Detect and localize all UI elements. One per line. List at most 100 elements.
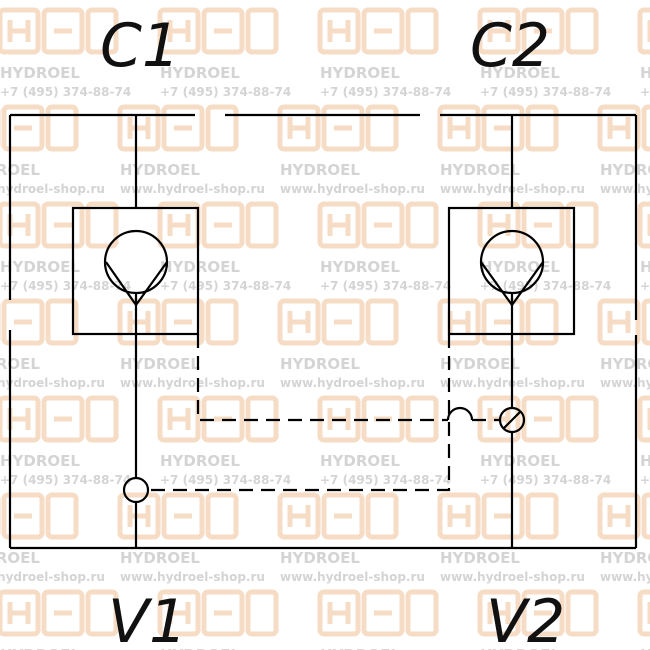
watermark-logo <box>0 589 119 637</box>
pilot-lines <box>148 334 500 492</box>
watermark-logo <box>0 7 119 55</box>
port-label-c2: C2 <box>470 11 550 81</box>
watermark-brand: HYDROEL <box>640 258 650 276</box>
watermark-phone: +7 (495) 374-88-74 <box>480 473 611 487</box>
watermark-logo <box>157 201 279 249</box>
watermark-logo <box>277 492 399 540</box>
watermark-phone: +7 (495) 374-88-74 <box>320 473 451 487</box>
watermark-logo <box>117 298 239 346</box>
watermark-phone: +7 (495) 374-88-74 <box>0 85 131 99</box>
watermark-brand: HYDROEL <box>0 64 80 82</box>
watermark-brand: HYDROEL <box>120 161 200 179</box>
watermark-brand: HYDROEL <box>320 258 400 276</box>
pilot-nodes <box>122 406 526 504</box>
watermark-logo <box>637 589 650 637</box>
watermark-brand: HYDROEL <box>0 452 80 470</box>
watermark-phone: +7 (495) 374-88-74 <box>160 279 291 293</box>
watermark-brand: HYDROEL <box>440 161 520 179</box>
watermark-brand: HYDROEL <box>280 549 360 567</box>
watermark-phone: +7 (495) 374-88-74 <box>160 473 291 487</box>
watermark-logo <box>437 492 559 540</box>
watermark-brand: HYDROEL <box>160 258 240 276</box>
watermark-phone: +7 (495) 374-88-74 <box>160 85 291 99</box>
watermark-phone: +7 (495) 374-88-74 <box>480 279 611 293</box>
watermark-logo <box>597 104 650 152</box>
watermark-brand: HYDROEL <box>320 64 400 82</box>
watermark-site: www.hydroel-shop.ru <box>0 376 105 390</box>
watermark-brand: HYDROEL <box>0 646 80 650</box>
watermark-brand: HYDROEL <box>640 452 650 470</box>
watermark-phone: +7 (495) 374-88-74 <box>320 279 451 293</box>
pilot-node-right <box>498 406 526 434</box>
watermark-logo <box>0 104 79 152</box>
watermark-brand: HYDROEL <box>440 355 520 373</box>
watermark-logo <box>0 492 79 540</box>
watermark-site: www.hydroel-shop.ru <box>440 570 585 584</box>
watermark-brand: HYDROEL <box>640 646 650 650</box>
watermark-brand: HYDROEL <box>0 258 80 276</box>
watermark-phone: +7 (495) 374-88-74 <box>640 279 650 293</box>
watermark-logo <box>637 7 650 55</box>
watermark-site: www.hydroel-shop.ru <box>600 376 650 390</box>
watermark-logo <box>317 7 439 55</box>
watermark-site: www.hydroel-shop.ru <box>120 182 265 196</box>
watermark-logo <box>437 298 559 346</box>
watermark-logo <box>157 589 279 637</box>
watermark-phone: +7 (495) 374-88-74 <box>320 85 451 99</box>
watermark-logo <box>277 104 399 152</box>
watermark-brand: HYDROEL <box>600 355 650 373</box>
watermark-phone: +7 (495) 374-88-74 <box>0 279 131 293</box>
watermark-logo <box>477 201 599 249</box>
watermark-brand: HYDROEL <box>480 646 560 650</box>
watermark-logo <box>477 589 599 637</box>
watermark-brand: HYDROEL <box>120 549 200 567</box>
watermark-brand: HYDROEL <box>280 355 360 373</box>
watermark-site: www.hydroel-shop.ru <box>600 182 650 196</box>
watermark-logo <box>317 201 439 249</box>
watermark-logo <box>597 298 650 346</box>
watermark-logo <box>157 7 279 55</box>
watermark-brand: HYDROEL <box>120 355 200 373</box>
watermark-logo <box>637 201 650 249</box>
port-label-v2: V2 <box>486 587 565 650</box>
watermark-logo <box>0 395 119 443</box>
watermark-site: www.hydroel-shop.ru <box>0 182 105 196</box>
watermark-brand: HYDROEL <box>160 646 240 650</box>
watermark-brand: HYDROEL <box>440 549 520 567</box>
watermark-logo <box>0 201 119 249</box>
watermark-logo <box>117 492 239 540</box>
watermark-phone: +7 (495) 374-88-74 <box>640 85 650 99</box>
watermark-site: www.hydroel-shop.ru <box>120 376 265 390</box>
watermark-phone: +7 (495) 374-88-74 <box>640 473 650 487</box>
watermark-brand: HYDROEL <box>640 64 650 82</box>
watermark-brand: HYDROEL <box>480 452 560 470</box>
watermark-brand: HYDROEL <box>280 161 360 179</box>
watermark-site: www.hydroel-shop.ru <box>280 570 425 584</box>
watermark-brand: HYDROEL <box>320 452 400 470</box>
watermark-logo <box>157 395 279 443</box>
watermark-site: www.hydroel-shop.ru <box>280 182 425 196</box>
pilot-node-left <box>122 476 150 504</box>
watermark-brand: HYDROEL <box>0 549 40 567</box>
watermark-logo <box>437 104 559 152</box>
watermark-brand: HYDROEL <box>0 161 40 179</box>
watermark-phone: +7 (495) 374-88-74 <box>0 473 131 487</box>
watermark-logo <box>317 589 439 637</box>
outer-frame <box>8 113 638 550</box>
watermark-brand: HYDROEL <box>480 258 560 276</box>
watermark-site: www.hydroel-shop.ru <box>0 570 105 584</box>
port-label-c1: C1 <box>100 11 180 81</box>
watermark-logo <box>637 395 650 443</box>
watermark-logo <box>0 298 79 346</box>
watermark-logo <box>117 104 239 152</box>
watermark-brand: HYDROEL <box>320 646 400 650</box>
watermark-brand: HYDROEL <box>600 549 650 567</box>
watermark-brand: HYDROEL <box>0 355 40 373</box>
watermark-site: www.hydroel-shop.ru <box>600 570 650 584</box>
watermark-phone: +7 (495) 374-88-74 <box>480 85 611 99</box>
watermark-logo <box>277 298 399 346</box>
port-label-v1: V1 <box>108 587 187 650</box>
watermark-logo <box>477 7 599 55</box>
